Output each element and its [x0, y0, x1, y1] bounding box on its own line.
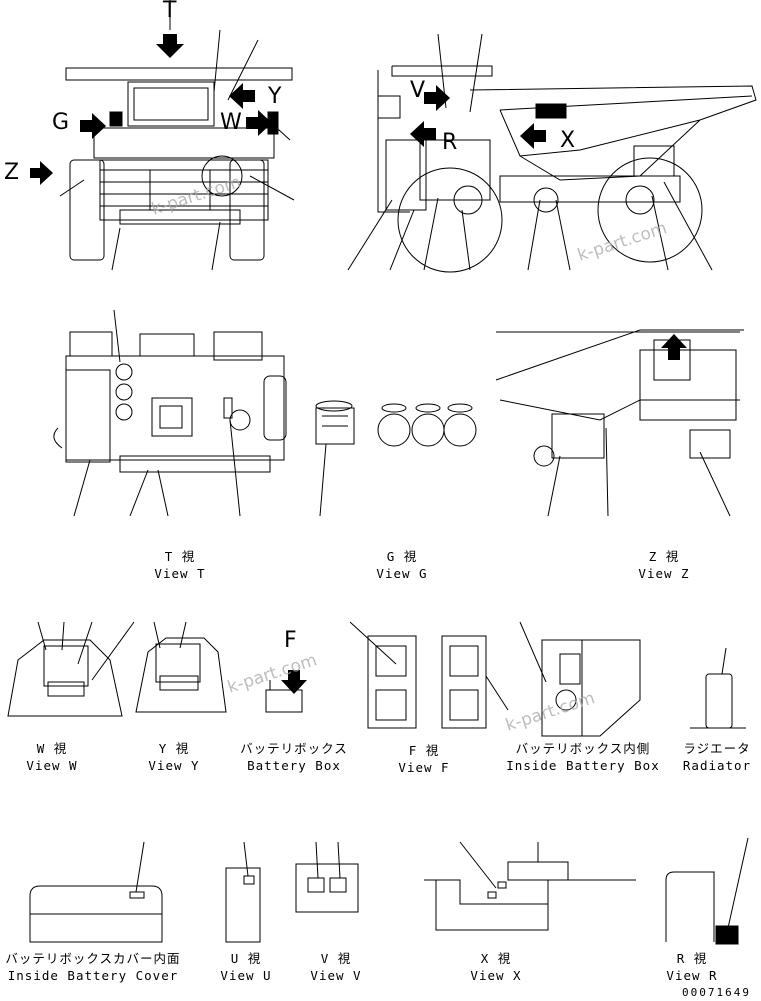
callout-g: G [52, 110, 70, 135]
view-r-drawing [665, 837, 749, 945]
callout-y: Y [268, 84, 282, 109]
side-view-drawing [377, 65, 757, 273]
arrow-right-icon [80, 113, 106, 139]
view-t-leaders [73, 309, 241, 517]
arrow-down-icon [156, 34, 184, 58]
side-view-arrows [410, 85, 546, 149]
arrow-left-icon [410, 121, 436, 147]
inside-battery-cover-drawing [29, 841, 163, 943]
arrow-right-icon [30, 161, 53, 185]
arrow-down-icon [281, 670, 307, 694]
callout-f: F [284, 628, 297, 653]
view-z-drawing [495, 329, 744, 517]
view-u-drawing [225, 841, 261, 943]
battery-box-drawing [265, 680, 303, 713]
arrow-right-icon [246, 110, 272, 136]
view-g-drawing [315, 400, 477, 517]
front-view-drawing [65, 67, 293, 261]
front-view-leaders [59, 0, 295, 271]
callout-v: V [410, 78, 426, 103]
arrow-up-icon [661, 334, 687, 360]
view-y-drawing [135, 621, 227, 713]
callout-w: W [220, 110, 242, 135]
view-x-drawing [424, 841, 636, 931]
callout-z: Z [4, 160, 20, 185]
arrow-left-icon [229, 83, 255, 109]
callout-t: T [163, 0, 177, 23]
arrow-left-icon [520, 123, 546, 149]
view-w-drawing [7, 621, 135, 717]
callout-r: R [442, 130, 458, 155]
view-z-arrow [661, 334, 687, 360]
arrow-right-icon [424, 85, 450, 111]
callout-x: X [560, 128, 576, 153]
view-t-drawing [53, 331, 287, 473]
view-v-drawing [295, 841, 359, 913]
inside-battery-box-drawing [519, 621, 641, 737]
drawing-number: 00071649 [682, 986, 751, 999]
radiator-drawing [690, 647, 746, 729]
side-view-leaders [347, 33, 713, 271]
front-view-arrows [30, 34, 272, 185]
battery-box-arrow [281, 670, 307, 694]
view-f-drawing [349, 621, 509, 729]
